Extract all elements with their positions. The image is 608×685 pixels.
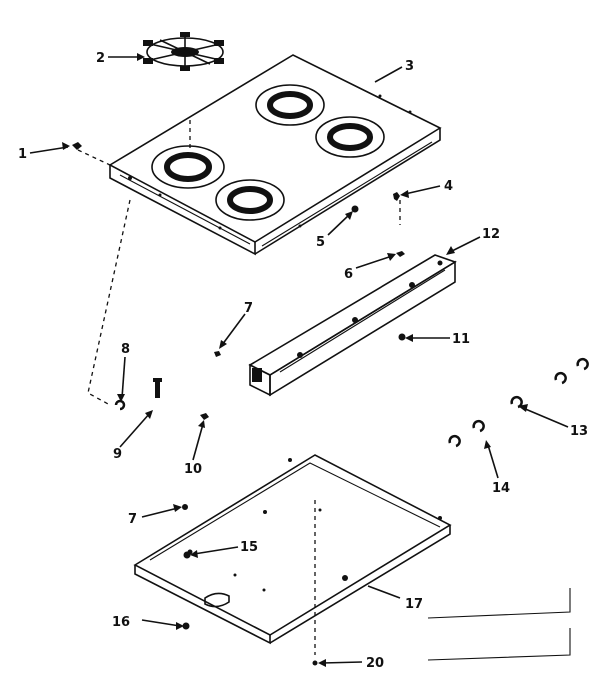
callout-4: 4	[444, 179, 453, 194]
part-1-screw	[72, 142, 82, 150]
callout-2: 2	[96, 51, 105, 66]
clip-14-b	[448, 434, 461, 448]
burner-grate-spider	[143, 32, 224, 71]
spring-clips	[448, 357, 589, 448]
burner-control-bracket	[248, 254, 457, 397]
part-6-screw	[396, 251, 405, 257]
hardware-parts	[72, 142, 406, 666]
burner-front-right	[215, 179, 285, 221]
part-9-bolt	[155, 378, 160, 398]
callout-3: 3	[405, 59, 414, 74]
cooktop-side-edge	[254, 128, 441, 255]
part-7-screw-lower	[182, 504, 188, 510]
part-4-screw	[393, 192, 400, 201]
burner-rear-right	[315, 116, 385, 158]
callout-7-upper: 7	[244, 301, 253, 316]
callout-5: 5	[316, 235, 325, 250]
callout-20: 20	[366, 656, 384, 671]
callout-17: 17	[405, 597, 423, 612]
callout-1: 1	[18, 147, 27, 162]
part-16-screw	[182, 622, 190, 630]
part-15-screw	[183, 551, 191, 559]
part-5-screw	[351, 205, 359, 213]
clip-13-a	[554, 371, 567, 385]
clip-14-a	[472, 419, 485, 433]
part-8-clip	[114, 399, 126, 411]
part-7-screw-upper	[214, 351, 221, 357]
callout-13: 13	[570, 424, 588, 439]
callout-8: 8	[121, 342, 130, 357]
callout-9: 9	[113, 447, 122, 462]
clip-13-b	[576, 357, 589, 371]
callout-10: 10	[184, 462, 202, 477]
part-10-screw	[200, 413, 209, 420]
callout-15: 15	[240, 540, 258, 555]
bottom-pan	[133, 454, 452, 645]
part-20-screw	[312, 660, 318, 666]
callout-labels: 1 2 3 4 5 6 7 8 9 10 11 12 13 14 7 15 16…	[18, 51, 588, 671]
cooktop-assembly	[108, 54, 442, 256]
cooktop-front-edge	[109, 165, 256, 256]
clip-13-c	[510, 395, 523, 409]
callout-7-lower: 7	[128, 512, 137, 527]
callout-16: 16	[112, 615, 130, 630]
leader-lines	[29, 53, 569, 667]
part-11-screw	[398, 333, 406, 341]
burner-front-left	[151, 145, 225, 189]
callout-14: 14	[492, 481, 510, 496]
assembly-guide-lines	[77, 149, 571, 661]
callout-12: 12	[482, 227, 500, 242]
callout-6: 6	[344, 267, 353, 282]
callout-11: 11	[452, 332, 470, 347]
burner-rear-left	[255, 84, 325, 126]
